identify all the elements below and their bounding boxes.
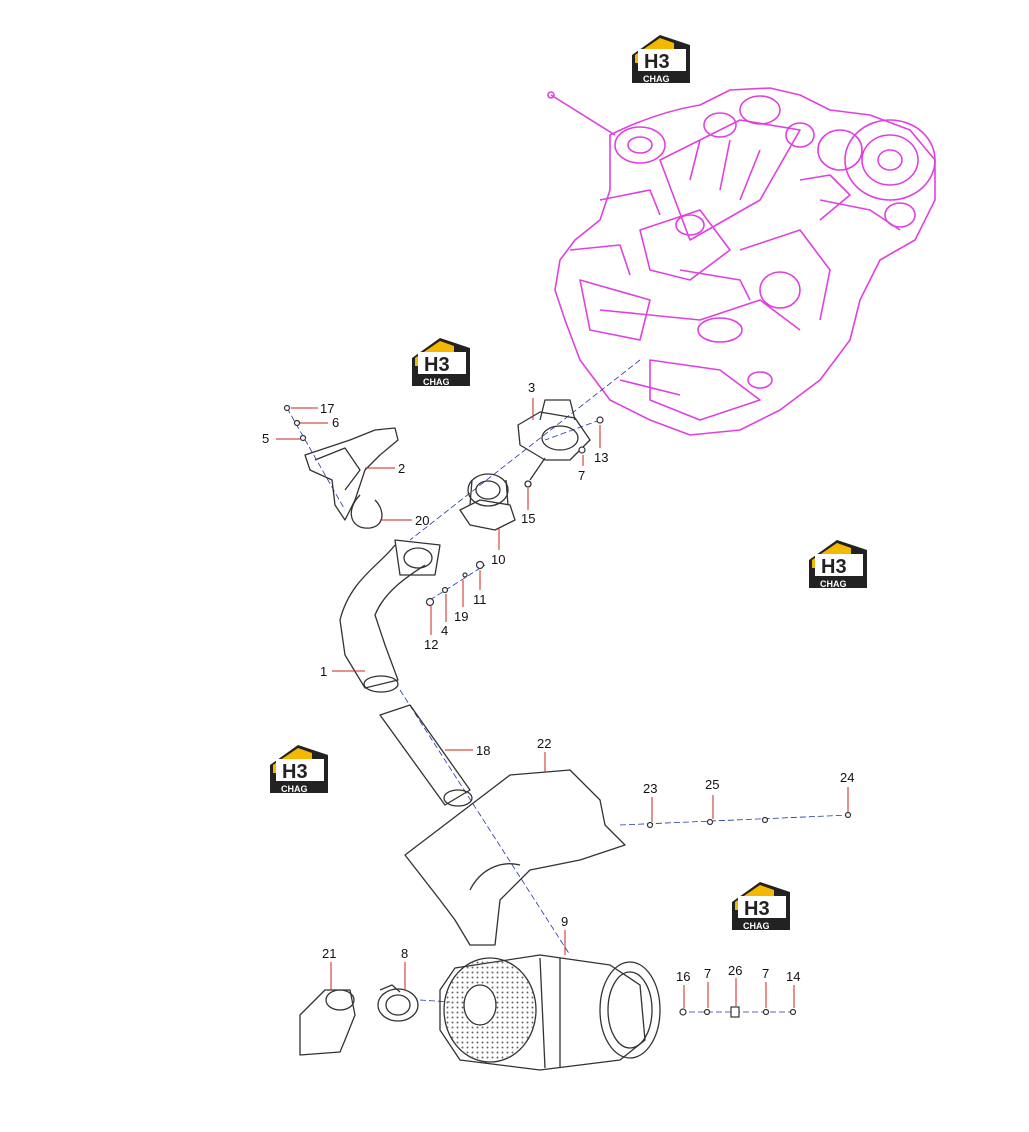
leader-lines <box>276 398 849 1008</box>
callout-7-upper: 7 <box>578 468 585 483</box>
callout-17: 17 <box>320 401 334 416</box>
callout-10: 10 <box>491 552 505 567</box>
bracket <box>304 427 399 521</box>
callout-3: 3 <box>528 380 535 395</box>
callout-21: 21 <box>322 946 336 961</box>
callout-7-lower-a: 7 <box>704 966 711 981</box>
logo-sub-text: CHAG <box>743 921 770 931</box>
bent-pipe <box>339 544 426 689</box>
bellows-hose <box>379 704 471 806</box>
logo-sub-text: CHAG <box>820 579 847 589</box>
callout-15: 15 <box>521 511 535 526</box>
callout-8: 8 <box>401 946 408 961</box>
air-filter-housing <box>439 954 646 1071</box>
callout-12: 12 <box>424 637 438 652</box>
watermark-logo-top: H3 CHAG <box>632 35 690 84</box>
u-bolt-clamp <box>350 494 383 529</box>
callout-22: 22 <box>537 736 551 751</box>
watermark-logo-right: H3 CHAG <box>809 540 867 589</box>
callout-11: 11 <box>473 592 487 607</box>
callout-labels: 17 6 5 2 20 3 13 7 15 10 11 19 4 12 1 18… <box>262 380 854 984</box>
callout-18: 18 <box>476 743 490 758</box>
logo-sub-text: CHAG <box>423 377 450 387</box>
flange-elbow <box>517 411 591 461</box>
callout-25: 25 <box>705 777 719 792</box>
callout-13: 13 <box>594 450 608 465</box>
adapter <box>459 499 516 531</box>
callout-23: 23 <box>643 781 657 796</box>
rubber-elbow <box>299 989 356 1056</box>
air-shroud <box>404 769 626 946</box>
callout-26: 26 <box>728 963 742 978</box>
callout-6: 6 <box>332 415 339 430</box>
callout-16: 16 <box>676 969 690 984</box>
hose-clamp <box>377 984 419 1022</box>
callout-24: 24 <box>840 770 854 785</box>
watermark-logo-left-lower: H3 CHAG <box>270 745 328 794</box>
logo-main-text: H3 <box>424 354 450 376</box>
callout-4: 4 <box>441 623 448 638</box>
callout-20: 20 <box>415 513 429 528</box>
logo-main-text: H3 <box>744 898 770 920</box>
logo-main-text: H3 <box>644 51 670 73</box>
callout-14: 14 <box>786 969 800 984</box>
callout-5: 5 <box>262 431 269 446</box>
hardware-points <box>283 404 852 1018</box>
intake-parts <box>299 399 661 1071</box>
watermark-logo-left-upper: H3 CHAG <box>412 338 470 387</box>
logo-main-text: H3 <box>821 556 847 578</box>
callout-9: 9 <box>561 914 568 929</box>
logo-main-text: H3 <box>282 761 308 783</box>
callout-7-lower-b: 7 <box>762 966 769 981</box>
callout-19: 19 <box>454 609 468 624</box>
watermark-logo-bottom-right: H3 CHAG <box>732 882 790 931</box>
logo-sub-text: CHAG <box>281 784 308 794</box>
logo-sub-text: CHAG <box>643 74 670 84</box>
callout-2: 2 <box>398 461 405 476</box>
callout-1: 1 <box>320 664 327 679</box>
engine-assembly <box>547 87 936 436</box>
